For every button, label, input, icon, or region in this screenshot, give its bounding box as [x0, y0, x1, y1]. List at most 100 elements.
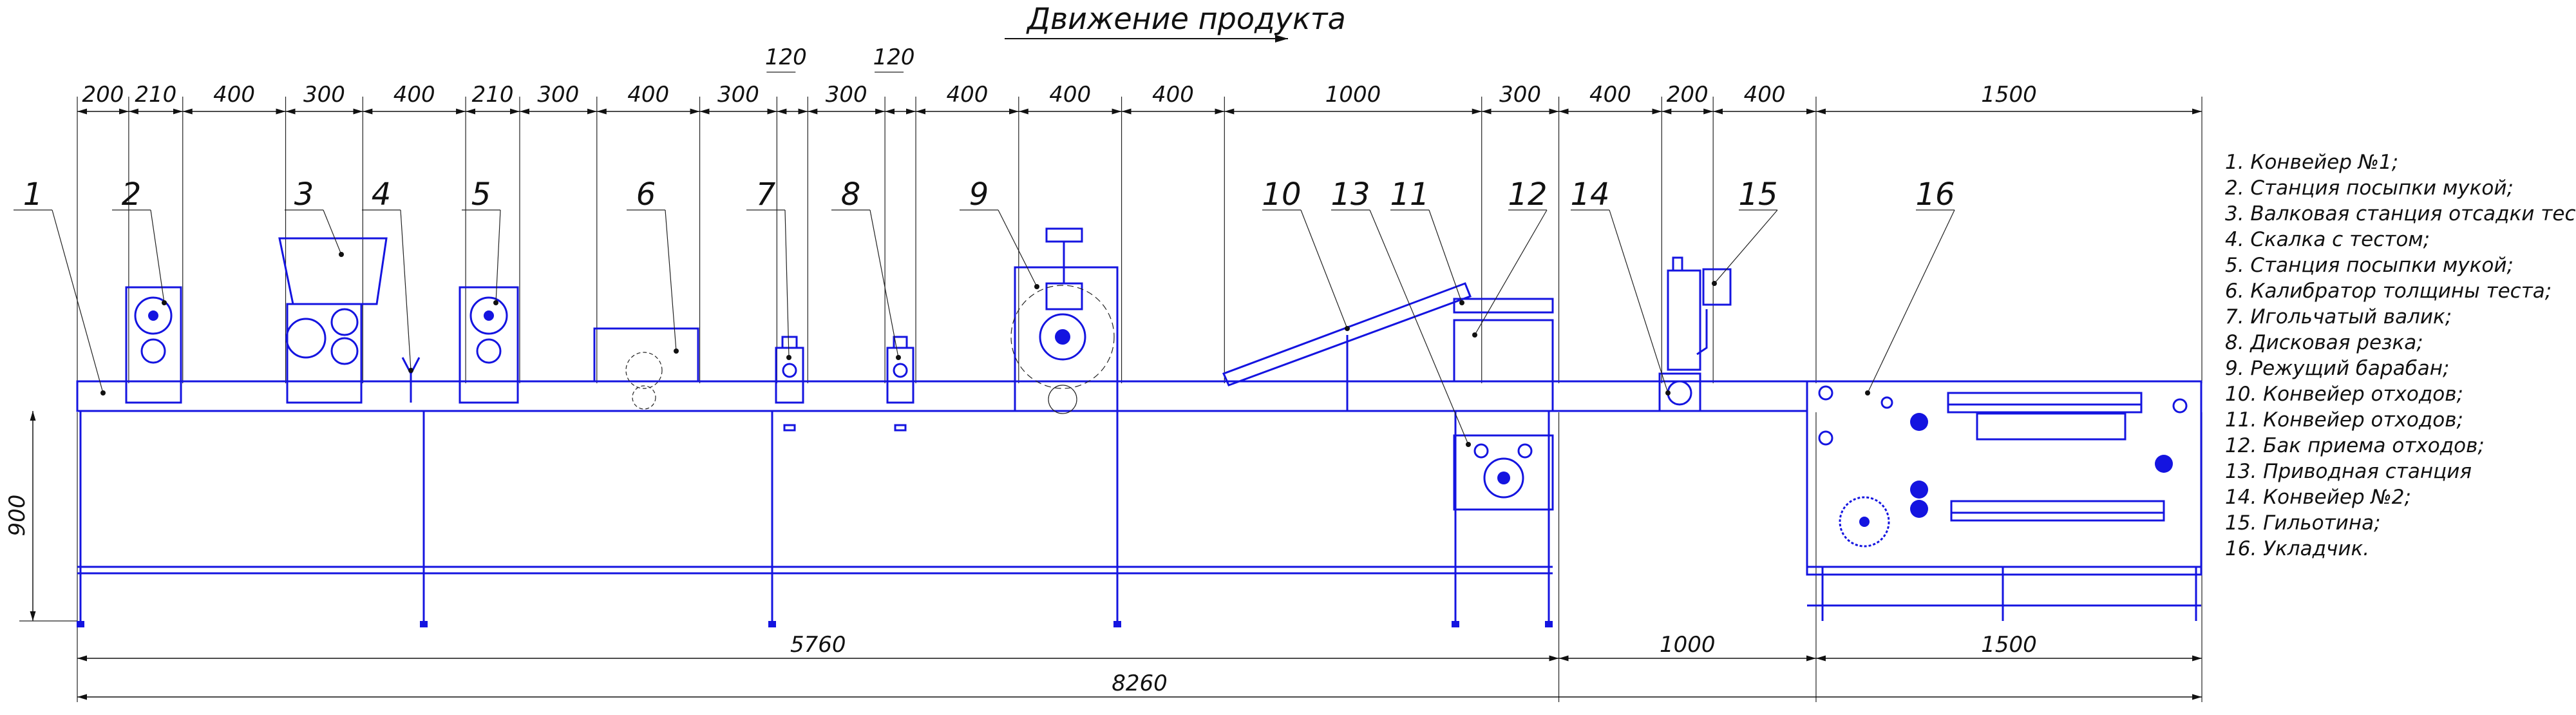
legend-item: 16. Укладчик. — [2225, 537, 2369, 560]
dimension-label: 200 — [82, 82, 124, 108]
dimension-label: 400 — [1049, 82, 1091, 108]
legend-item: 5. Станция посыпки мукой; — [2225, 254, 2514, 277]
callout-number: 12 — [1508, 176, 1547, 213]
leader-line — [1714, 209, 1778, 284]
legend-item: 3. Валковая станция отсадки теста; — [2225, 202, 2576, 225]
callout-number: 1 — [23, 176, 43, 213]
drive-station — [1453, 434, 1554, 511]
leader-line — [1428, 209, 1463, 303]
dimension-label: 400 — [1589, 82, 1631, 108]
callout-number: 7 — [756, 176, 776, 213]
leader-line — [1609, 209, 1669, 394]
rolling-pin — [401, 357, 421, 403]
conveyor-1 — [76, 380, 1554, 627]
leader-line — [323, 209, 342, 255]
legend: 1. Конвейер №1;2. Станция посыпки мукой;… — [2225, 151, 2576, 560]
legend-item: 2. Станция посыпки мукой; — [2225, 176, 2514, 200]
dimension-label: 210 — [472, 82, 514, 108]
guillotine — [1667, 256, 1732, 371]
leg-foot — [1113, 621, 1121, 627]
waste-conveyor — [1453, 298, 1554, 314]
legend-item: 12. Бак приема отходов; — [2225, 434, 2485, 457]
leg-foot — [77, 621, 84, 627]
overall-dimension-label: 8260 — [1112, 671, 1168, 696]
leg-foot — [1452, 621, 1459, 627]
legend-item: 8. Дисковая резка; — [2225, 331, 2423, 354]
waste-conveyor-inclined — [1222, 282, 1472, 411]
flour-station-2 — [459, 286, 519, 404]
waste-tank — [1453, 319, 1554, 383]
dimension-label: 400 — [213, 82, 255, 108]
dimension-label: 1000 — [1325, 82, 1381, 108]
product-flow-title: Движение продукта — [1026, 1, 1346, 36]
bottom-dimension-label: 1000 — [1660, 632, 1716, 658]
leader-line — [495, 209, 501, 303]
leader-line — [665, 209, 677, 352]
conveyor-2 — [1551, 372, 1808, 412]
height-dimension-label: 900 — [5, 495, 30, 537]
leader-line — [52, 209, 104, 394]
needle-roller — [775, 336, 804, 432]
dimension-label: 400 — [1744, 82, 1786, 108]
callout-number: 8 — [841, 176, 861, 213]
dimension-label: 120 — [765, 44, 807, 70]
dimension-label: 120 — [873, 44, 915, 70]
leader-line — [1867, 209, 1955, 394]
cutting-drum — [1010, 227, 1119, 414]
dimension-label: 400 — [946, 82, 988, 108]
leader-line — [150, 209, 165, 303]
legend-item: 6. Калибратор толщины теста; — [2225, 280, 2552, 303]
legend-item: 10. Конвейер отходов; — [2225, 383, 2463, 406]
legend-item: 13. Приводная станция — [2225, 460, 2472, 483]
dimension-label: 300 — [826, 82, 867, 108]
callout-number: 9 — [969, 176, 989, 213]
flour-station-1 — [125, 286, 182, 404]
dimension-label: 300 — [1499, 82, 1541, 108]
dimension-label: 400 — [627, 82, 669, 108]
leg-foot — [768, 621, 776, 627]
leg-foot — [420, 621, 428, 627]
leader-line — [1369, 209, 1469, 445]
legend-item: 14. Конвейер №2; — [2225, 486, 2411, 509]
dough-thickness-calibrator — [593, 327, 699, 410]
leg-foot — [1545, 621, 1553, 627]
legend-item: 11. Конвейер отходов; — [2225, 408, 2463, 432]
leader-line — [1474, 209, 1548, 336]
dimension-label: 1500 — [1981, 82, 2037, 108]
dimension-label: 200 — [1667, 82, 1709, 108]
callout-number: 15 — [1738, 176, 1777, 213]
leader-line — [400, 209, 412, 371]
callout-number: 5 — [471, 176, 491, 213]
leader-line — [1300, 209, 1348, 329]
callout-number: 10 — [1262, 176, 1301, 213]
dimension-label: 210 — [135, 82, 176, 108]
roller-depositing-station — [278, 237, 388, 404]
legend-item: 1. Конвейер №1; — [2225, 151, 2398, 174]
legend-item: 15. Гильотина; — [2225, 511, 2381, 535]
callout-number: 4 — [372, 176, 392, 213]
leader-line — [784, 209, 790, 358]
leader-line — [998, 209, 1037, 287]
callout-number: 3 — [294, 176, 314, 213]
dimension-label: 400 — [1152, 82, 1194, 108]
disc-cutter — [886, 336, 914, 432]
callout-number: 14 — [1570, 176, 1609, 213]
callout-number: 6 — [636, 176, 656, 213]
legend-item: 9. Режущий барабан; — [2225, 357, 2449, 380]
leader-line — [869, 209, 899, 358]
callout-number: 16 — [1915, 176, 1955, 213]
stacker — [1806, 380, 2202, 621]
legend-item: 7. Игольчатый валик; — [2225, 305, 2452, 329]
dimension-label: 300 — [537, 82, 579, 108]
bottom-dimension-label: 5760 — [790, 632, 846, 658]
legend-item: 4. Скалка с тестом; — [2225, 228, 2430, 251]
callout-number: 11 — [1390, 176, 1429, 213]
dimension-label: 300 — [303, 82, 345, 108]
callout-number: 13 — [1331, 176, 1370, 213]
dimension-label: 400 — [393, 82, 435, 108]
callout-number: 2 — [122, 176, 142, 213]
dimension-label: 300 — [717, 82, 759, 108]
